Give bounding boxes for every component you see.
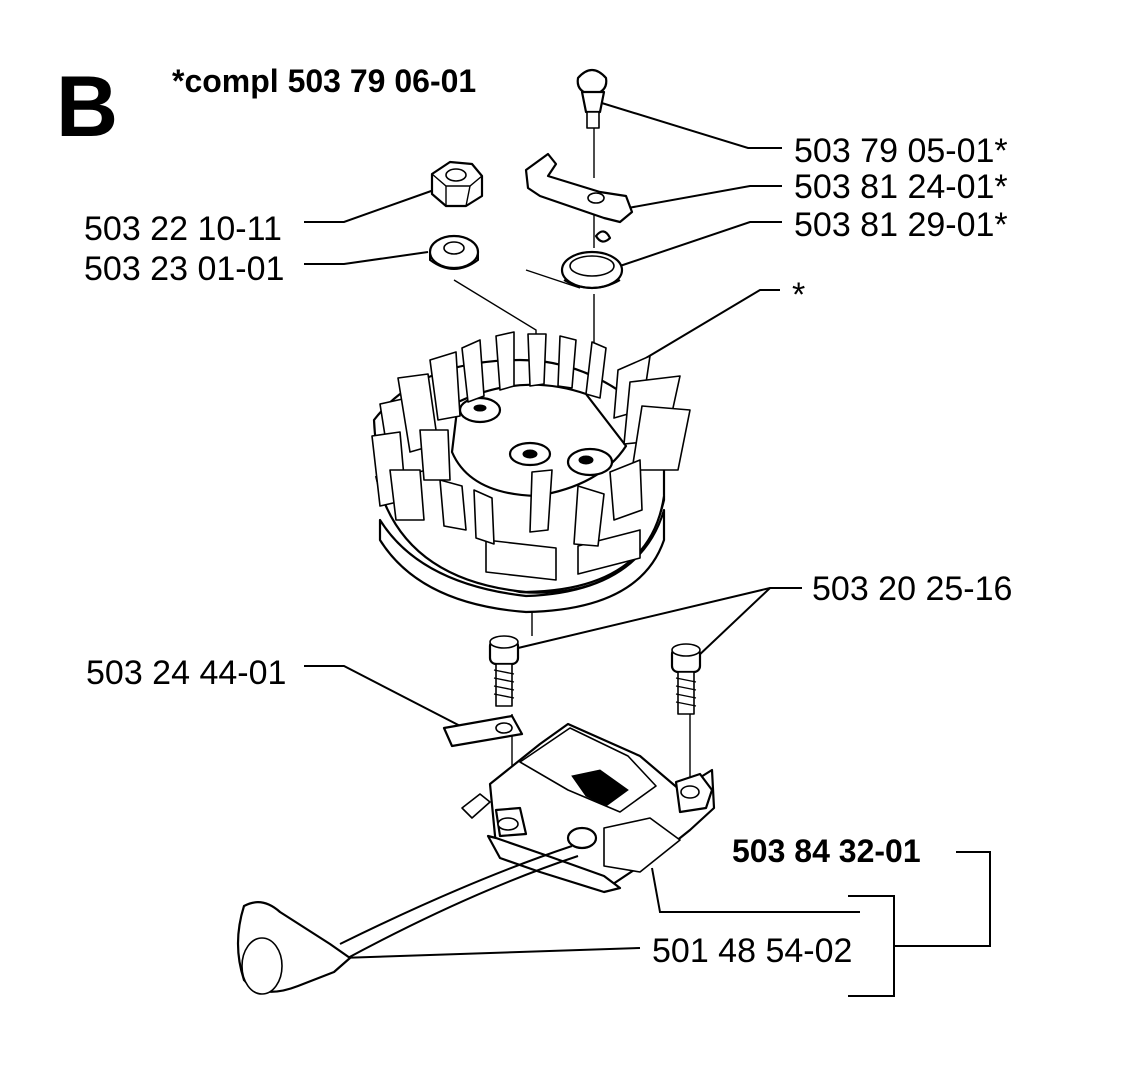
label-spark-plug-cap: 501 48 54-02 — [652, 932, 852, 970]
pawl-part — [524, 152, 634, 224]
screw-left-part — [488, 635, 520, 707]
leader-lines — [304, 99, 991, 997]
washer-part — [428, 234, 480, 270]
label-spring: 503 81 29-01* — [794, 206, 1008, 244]
ignition-module-part — [461, 722, 716, 894]
nut-part — [430, 160, 484, 208]
spring-part — [525, 230, 624, 290]
part-labels: 503 79 05-01* 503 81 24-01* 503 81 29-01… — [84, 132, 1012, 970]
label-screws: 503 20 25-16 — [812, 570, 1012, 608]
label-pawl: 503 81 24-01* — [794, 168, 1008, 206]
label-nut: 503 22 10-11 — [84, 210, 282, 248]
label-module-assembly: 503 84 32-01 — [732, 833, 921, 869]
label-terminal: 503 24 44-01 — [86, 654, 286, 692]
flywheel-part — [371, 331, 691, 614]
spark-plug-cap-part — [236, 845, 579, 995]
terminal-part — [442, 714, 524, 748]
label-pin: 503 79 05-01* — [794, 132, 1008, 170]
pin-part — [576, 68, 608, 129]
label-washer: 503 23 01-01 — [84, 250, 284, 288]
section-letter: B — [56, 59, 118, 155]
kit-label: *compl 503 79 06-01 — [172, 63, 476, 99]
label-flywheel: * — [792, 276, 805, 314]
screw-right-part — [670, 643, 702, 715]
